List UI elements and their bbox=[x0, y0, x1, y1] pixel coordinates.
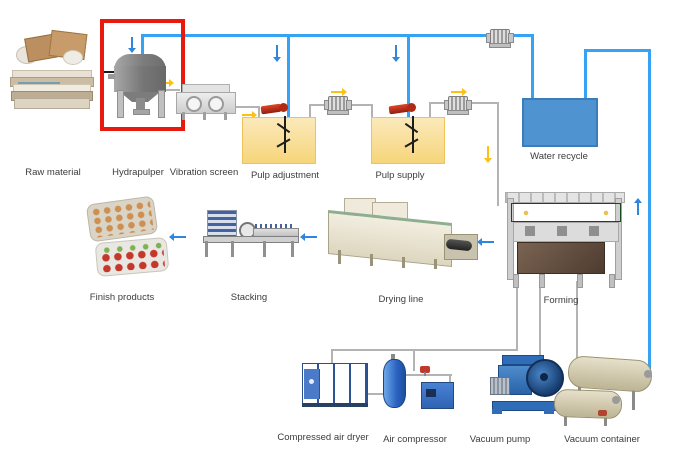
pump-water-recycle-icon bbox=[486, 26, 514, 48]
water-arrow-return-icon bbox=[634, 198, 642, 215]
pipe-screen-out-v bbox=[258, 106, 260, 120]
agitator-shaft bbox=[412, 116, 414, 153]
pulper-leg bbox=[158, 90, 165, 118]
pulper-outlet bbox=[136, 98, 145, 110]
stacking-machine-icon bbox=[203, 210, 299, 257]
water-arrow-supply-icon bbox=[392, 45, 400, 62]
pipe-forming-down-1 bbox=[516, 281, 518, 351]
pulper-cone bbox=[120, 92, 160, 102]
finish-products-icon bbox=[84, 195, 170, 278]
pump-supply-icon bbox=[444, 93, 472, 115]
air-compressor-icon bbox=[383, 353, 454, 409]
pipe-return-into-tank bbox=[584, 49, 587, 100]
label-forming: Forming bbox=[543, 295, 579, 306]
compressor-tank bbox=[383, 359, 406, 408]
flow-arrow-drying-to-stacking-icon bbox=[300, 233, 317, 241]
flow-arrow-screen-to-adjustment-icon bbox=[242, 111, 257, 119]
flow-arrow-forming-to-drying-icon bbox=[477, 238, 494, 246]
valve-icon bbox=[420, 366, 430, 373]
pipe-drop-hydrapulper bbox=[141, 34, 144, 56]
label-finish-products: Finish products bbox=[89, 292, 155, 303]
pipe-air-header bbox=[331, 349, 518, 351]
forming-green-panel bbox=[511, 203, 621, 222]
pipe-drop-pulp-adjustment bbox=[287, 34, 290, 120]
flow-arrow-supply-out-icon bbox=[451, 88, 467, 96]
pipe-drop-pulp-supply bbox=[407, 34, 410, 120]
flow-arrow-adjustment-to-supply-icon bbox=[331, 88, 347, 96]
pipe-screen-out-h bbox=[233, 106, 260, 108]
pipe-valve-h bbox=[402, 374, 452, 376]
pipe-drop-valve bbox=[413, 349, 415, 371]
vibration-screen-icon bbox=[176, 84, 236, 120]
vacuum-pump-icon bbox=[490, 353, 564, 417]
pipe-adjustment-riser bbox=[309, 104, 311, 119]
egg-tray bbox=[85, 195, 159, 243]
pipe-supply-to-forming-v bbox=[497, 102, 499, 206]
raw-material-icon bbox=[8, 29, 96, 112]
label-vacuum-pump: Vacuum pump bbox=[469, 434, 531, 445]
pipe-forming-down-2 bbox=[539, 281, 541, 358]
label-air-compressor: Air compressor bbox=[383, 434, 447, 445]
hydrapulper-highlight-box bbox=[100, 19, 185, 131]
pipe-supply-riser bbox=[429, 102, 431, 119]
pipe-hydrapulper-outlet bbox=[152, 89, 180, 91]
label-water-recycle: Water recycle bbox=[530, 151, 588, 162]
flow-arrow-stacking-to-products-icon bbox=[169, 233, 186, 241]
water-recycle-tank-icon bbox=[522, 98, 598, 147]
label-pulp-supply: Pulp supply bbox=[375, 170, 425, 181]
pipe-return-right bbox=[648, 49, 651, 380]
label-vacuum-container: Vacuum container bbox=[564, 434, 640, 445]
water-arrow-hydrapulper-icon bbox=[128, 37, 136, 53]
label-compressed-air-dryer: Compressed air dryer bbox=[277, 432, 369, 443]
label-stacking: Stacking bbox=[230, 292, 268, 303]
pulp-adjustment-agitator-icon bbox=[258, 102, 288, 115]
compressed-air-dryer-icon bbox=[302, 361, 368, 407]
pulper-leg bbox=[117, 90, 124, 118]
pipe-drop-air-dryer bbox=[331, 349, 333, 363]
vacuum-container-icon bbox=[553, 352, 654, 428]
pulper-nozzle bbox=[108, 74, 115, 79]
apple-tray bbox=[94, 236, 170, 278]
label-hydrapulper: Hydrapulper bbox=[112, 167, 164, 178]
flow-arrow-to-forming-icon bbox=[484, 146, 492, 163]
pipe-drop-water-recycle bbox=[531, 34, 534, 100]
pump-adjustment-icon bbox=[324, 93, 352, 115]
agitator-shaft bbox=[284, 116, 286, 153]
vacuum-tank-front bbox=[553, 388, 623, 420]
pulper-outlet-flange bbox=[133, 109, 150, 115]
water-arrow-adjustment-icon bbox=[273, 45, 281, 62]
pipe-valve-to-cabinet bbox=[449, 374, 451, 384]
pipe-main-top bbox=[141, 34, 534, 37]
pipe-forming-down-3 bbox=[576, 281, 578, 358]
hydrapulper-icon bbox=[108, 50, 170, 120]
pipe-supply-inlet bbox=[371, 104, 373, 119]
vacuum-tank-rear bbox=[566, 355, 654, 393]
label-raw-material: Raw material bbox=[25, 167, 81, 178]
compressor-cabinet bbox=[421, 382, 454, 409]
pulper-body bbox=[114, 66, 166, 92]
label-pulp-adjustment: Pulp adjustment bbox=[250, 170, 320, 181]
label-vibration-screen: Vibration screen bbox=[169, 167, 239, 178]
pipe-dryer-to-tank bbox=[367, 393, 384, 395]
pulp-supply-agitator-icon bbox=[386, 102, 416, 115]
pump-motor bbox=[490, 377, 510, 395]
drying-line-icon bbox=[328, 196, 478, 270]
label-drying-line: Drying line bbox=[378, 294, 424, 305]
pipe-return-top bbox=[584, 49, 651, 52]
forming-machine-icon bbox=[505, 190, 625, 288]
